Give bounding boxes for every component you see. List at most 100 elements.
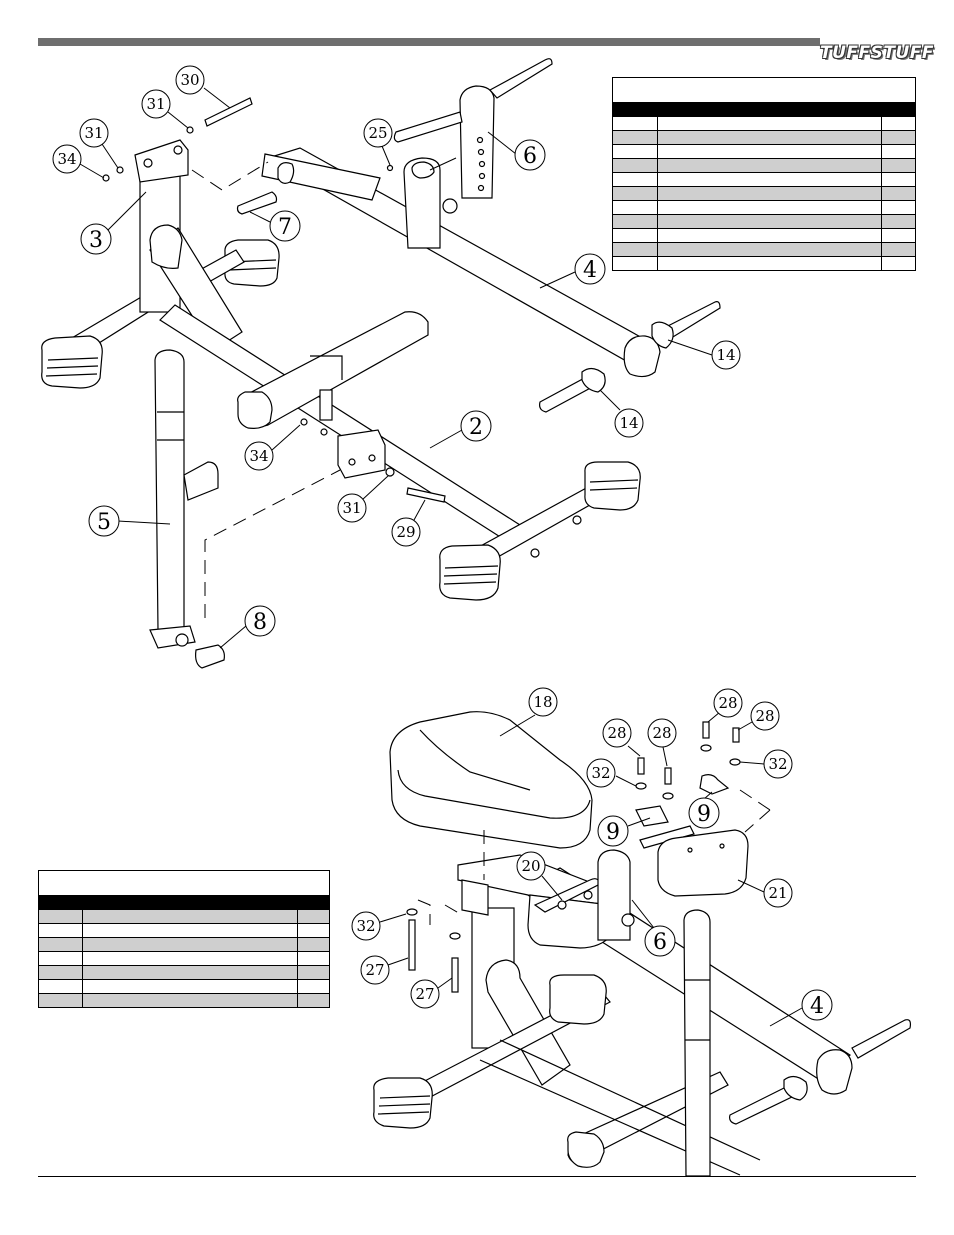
parts-table-row	[613, 228, 915, 242]
callout-9-a	[597, 815, 629, 847]
callout-32-c-label: 32	[356, 917, 375, 935]
callout-28-a-label: 28	[607, 724, 626, 742]
brand-logo: TUFFSTUFF	[820, 42, 934, 64]
bolt-30	[204, 97, 253, 127]
bolt-28-b	[664, 767, 672, 785]
weight-horn-upper	[659, 301, 721, 341]
parts-table-header	[39, 895, 329, 909]
foot-cap-left-front	[41, 335, 103, 389]
weight-horn-lower	[539, 374, 597, 413]
callout-21-label: 21	[768, 884, 787, 902]
parts-table-row	[613, 172, 915, 186]
parts-table-header	[613, 102, 915, 116]
callout-2-label: 2	[469, 415, 483, 440]
callout-28-b-label: 28	[652, 724, 671, 742]
parts-table-row	[613, 158, 915, 172]
assembly-line-lower-3	[739, 789, 771, 833]
brand-logo-text: TUFFSTUFF	[820, 43, 934, 63]
callout-31-b-label: 31	[84, 124, 103, 142]
parts-table-row	[39, 937, 329, 951]
parts-table-row	[613, 186, 915, 200]
callout-3-label: 3	[89, 228, 103, 253]
adjust-post-6-assembled	[597, 849, 631, 941]
callout-14-a	[711, 340, 741, 370]
parts-table-row	[613, 214, 915, 228]
foot-cap-assembled-rear	[549, 974, 607, 1025]
lower-assembled-view	[373, 711, 912, 1177]
upright-5-assembled	[683, 909, 711, 1177]
seat-pad-18	[389, 711, 593, 849]
callout-6-lower	[644, 925, 676, 957]
callout-4-upper	[574, 253, 606, 285]
callout-27-b	[410, 979, 440, 1009]
callout-28-c	[713, 688, 743, 718]
callout-9-a-label: 9	[606, 820, 620, 845]
bolt-27-b	[451, 957, 459, 993]
assembly-line-upper-1	[191, 161, 269, 191]
callout-14-a-label: 14	[716, 346, 735, 364]
callout-25-label: 25	[368, 124, 387, 142]
callout-32-c	[351, 911, 381, 941]
callout-28-a	[602, 718, 632, 748]
parts-table-row	[39, 923, 329, 937]
upper-exploded-view	[41, 58, 721, 669]
parts-table-row	[613, 256, 915, 270]
callout-29	[391, 517, 421, 547]
callout-31-c-label: 31	[342, 499, 361, 517]
foot-cap-right-front	[439, 544, 501, 601]
callout-6-upper	[514, 139, 546, 171]
plate-9-right	[699, 774, 730, 795]
parts-table-row	[39, 979, 329, 993]
callout-34-a-label: 34	[57, 150, 76, 168]
mount-bracket	[337, 429, 386, 479]
bolt-29	[406, 487, 446, 503]
callout-28-d	[750, 701, 780, 731]
parts-table-row	[613, 116, 915, 130]
parts-table-row	[613, 144, 915, 158]
footer-rule	[38, 1176, 916, 1177]
callout-34-a	[52, 144, 82, 174]
parts-table-row	[39, 965, 329, 979]
callout-27-a-label: 27	[365, 961, 384, 979]
callout-31-b	[79, 118, 109, 148]
parts-table-row	[39, 993, 329, 1007]
foot-cap-assembled-front	[373, 1077, 433, 1129]
callouts: 30 31 31 34 3 25 6 7 4 14 14 3	[52, 65, 833, 1027]
parts-table-rows	[613, 116, 915, 270]
bolt-28-c	[702, 721, 710, 739]
foot-cap-right-rear	[584, 461, 641, 511]
upright-5	[154, 349, 185, 631]
pad-21	[657, 829, 749, 897]
callout-9-b	[688, 797, 720, 829]
header-bar	[38, 38, 820, 46]
callout-32-a-label: 32	[591, 764, 610, 782]
bolt-28-d	[732, 727, 740, 743]
callout-25	[363, 118, 393, 148]
bolt-28-a	[637, 757, 645, 775]
parts-table-row	[39, 951, 329, 965]
callout-5-label: 5	[97, 510, 111, 535]
callout-28-d-label: 28	[755, 707, 774, 725]
callout-3	[80, 223, 112, 255]
weight-horn-assembled-lower	[729, 1084, 797, 1125]
callout-4-upper-label: 4	[583, 258, 597, 283]
foot-cap-left-rear	[224, 239, 280, 287]
callout-6-lower-label: 6	[653, 930, 667, 955]
callout-8-label: 8	[253, 610, 267, 635]
parts-table-rows	[39, 909, 329, 1007]
callout-6-upper-label: 6	[523, 144, 537, 169]
callout-34-b-label: 34	[249, 447, 268, 465]
parts-table-row	[613, 130, 915, 144]
callout-18	[528, 687, 558, 717]
parts-table-row	[613, 200, 915, 214]
weight-horn-assembled	[851, 1019, 912, 1059]
parts-table-upper	[612, 77, 916, 271]
callout-14-b	[614, 408, 644, 438]
callout-2	[460, 410, 492, 442]
callout-28-b	[647, 718, 677, 748]
callout-30-label: 30	[180, 71, 199, 89]
callout-7	[269, 210, 301, 242]
callout-20	[516, 851, 546, 881]
callout-28-c-label: 28	[718, 694, 737, 712]
callout-27-b-label: 27	[415, 985, 434, 1003]
